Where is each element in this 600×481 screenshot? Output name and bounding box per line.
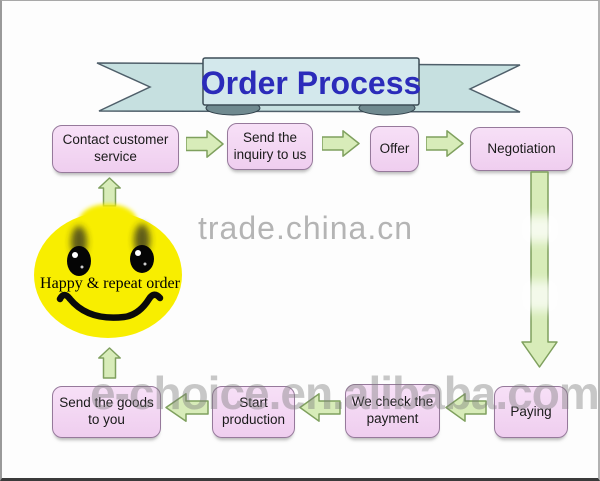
ribbon-banner-shape [96, 57, 521, 116]
step-check-payment: We check the payment [345, 384, 440, 438]
step-label: Contact customer service [62, 132, 169, 164]
arrow-right-icon [322, 130, 360, 157]
arrow-left-icon [299, 393, 341, 422]
arrow-down-icon [521, 171, 558, 368]
step-label: Negotiation [487, 140, 556, 156]
watermark-trade-china: trade.china.cn [198, 210, 414, 246]
step-label: We check the payment [351, 394, 434, 426]
arrow-up-icon [98, 347, 121, 379]
arrow-up-icon [98, 177, 121, 207]
watermark-smudge [523, 281, 557, 311]
step-label: Offer [379, 140, 410, 156]
step-label: Start production [221, 395, 286, 427]
arrow-right-icon [186, 130, 224, 158]
smiley-face-icon [34, 204, 182, 338]
step-label: Paying [510, 403, 552, 419]
step-offer: Offer [370, 126, 419, 172]
step-contact-customer-service: Contact customer service [52, 125, 179, 173]
arrow-left-icon [165, 393, 209, 422]
arrow-left-icon [445, 393, 487, 422]
page-title: Order Process [200, 64, 422, 101]
step-send-goods: Send the goods to you [52, 386, 161, 438]
arrow-right-icon [426, 130, 464, 157]
smiley-label: Happy & repeat order [40, 275, 180, 292]
step-negotiation: Negotiation [470, 127, 573, 171]
step-paying: Paying [494, 386, 568, 438]
step-label: Send the inquiry to us [233, 129, 307, 162]
step-start-production: Start production [212, 386, 295, 438]
watermark-smudge [523, 216, 557, 242]
step-label: Send the goods to you [59, 395, 154, 427]
step-send-inquiry: Send the inquiry to us [227, 123, 313, 170]
